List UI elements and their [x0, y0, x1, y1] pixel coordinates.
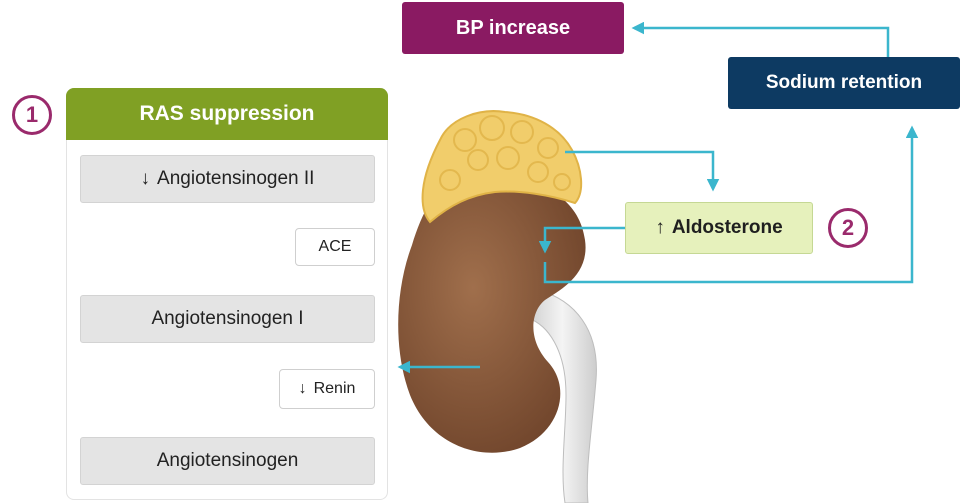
- renin-box: ↓ Renin: [279, 369, 375, 409]
- step-marker-1: 1: [12, 95, 52, 135]
- down-arrow-icon: ↓: [140, 168, 151, 189]
- step-marker-2: 2: [828, 208, 868, 248]
- angiotensinogen-label: Angiotensinogen: [156, 450, 299, 471]
- adrenal-gland-illustration: [421, 110, 583, 224]
- aldosterone-label: Aldosterone: [671, 217, 783, 238]
- ace-box: ACE: [295, 228, 375, 266]
- angiotensinogen-ii-box: ↓ Angiotensinogen II: [80, 155, 375, 203]
- bp-increase-box: BP increase: [402, 2, 624, 54]
- ras-suppression-title: RAS suppression: [139, 102, 315, 125]
- kidney-to-sodium-arrow: [543, 125, 919, 284]
- ace-label: ACE: [318, 238, 352, 255]
- down-arrow-icon: ↓: [298, 380, 307, 397]
- step-marker-1-label: 1: [25, 102, 39, 127]
- sodium-retention-box: Sodium retention: [728, 57, 960, 109]
- ras-suppression-header: RAS suppression: [66, 88, 388, 140]
- step-marker-2-label: 2: [841, 215, 855, 240]
- aldosterone-to-kidney-arrow: [538, 226, 625, 254]
- angiotensinogen-box: Angiotensinogen: [80, 437, 375, 485]
- bp-increase-label: BP increase: [455, 16, 571, 39]
- aldosterone-box: ↑ Aldosterone: [625, 202, 813, 254]
- kidney-illustration: [398, 177, 586, 453]
- sodium-retention-label: Sodium retention: [765, 72, 923, 93]
- adrenal-to-aldosterone-arrow: [565, 150, 720, 192]
- angiotensinogen-i-label: Angiotensinogen I: [151, 308, 304, 329]
- up-arrow-icon: ↑: [655, 217, 665, 238]
- angiotensinogen-i-box: Angiotensinogen I: [80, 295, 375, 343]
- renin-label: Renin: [313, 380, 356, 397]
- angiotensinogen-ii-label: Angiotensinogen II: [157, 168, 315, 189]
- sodium-to-bp-arrow: [631, 21, 890, 57]
